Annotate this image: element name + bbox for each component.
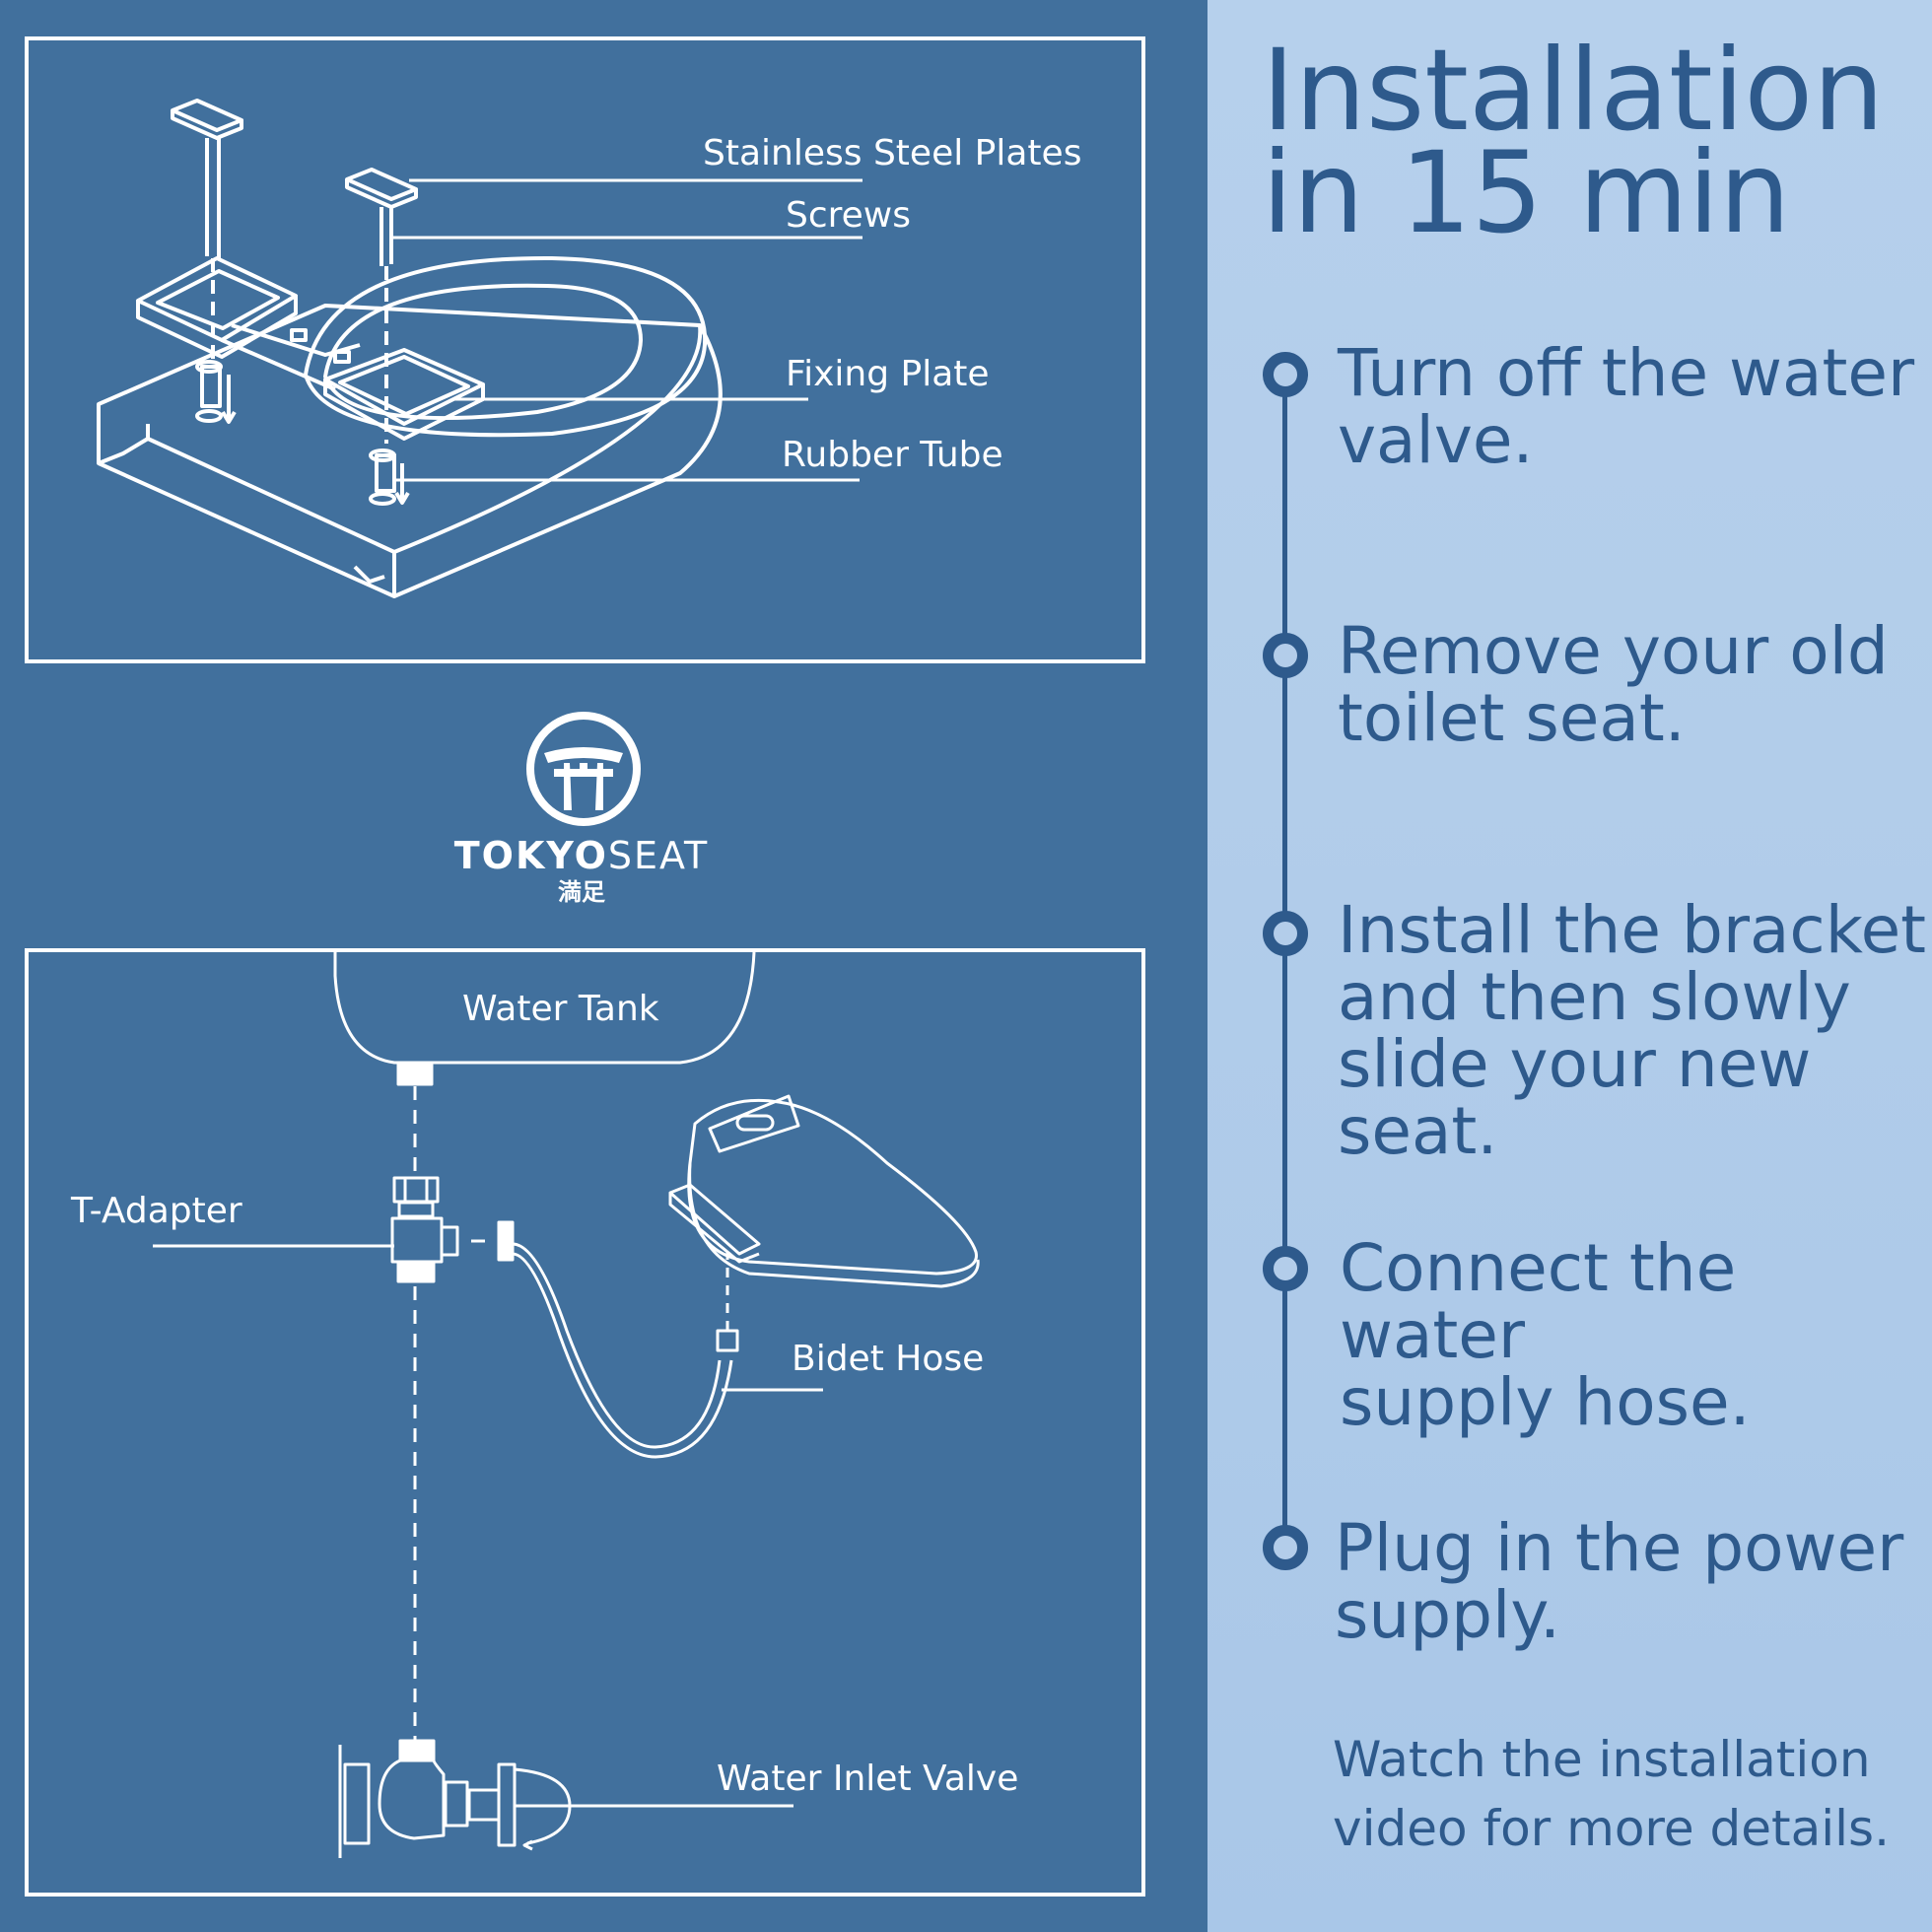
top-leader-lines (391, 178, 862, 482)
water-inlet-valve-illustration (338, 1739, 794, 1858)
label-water-inlet-valve: Water Inlet Valve (717, 1759, 1019, 1799)
bidet-seat-illustration (668, 1094, 980, 1288)
label-rubber-tube: Rubber Tube (782, 435, 1003, 475)
toilet-seat-mounting-panel (25, 36, 1145, 663)
label-fixing-plate: Fixing Plate (786, 354, 990, 394)
step-1-marker-icon (1263, 352, 1308, 397)
line-art (97, 99, 980, 1858)
tokyoseat-logo: TOKYOSEAT 満足 (453, 712, 710, 909)
label-bidet-hose: Bidet Hose (792, 1339, 985, 1379)
screw-guide-lines (211, 258, 388, 444)
label-water-tank: Water Tank (462, 989, 659, 1029)
steps-timeline (1282, 373, 1287, 1548)
fixing-plate-illustration (136, 256, 485, 441)
title-line-1: Installation (1262, 25, 1885, 156)
toilet-base-illustration (97, 255, 723, 598)
torii-gate-icon (526, 712, 641, 826)
step-2-marker-icon (1263, 633, 1308, 678)
label-t-adapter: T-Adapter (71, 1191, 242, 1231)
installation-video-note: Watch the installation video for more de… (1333, 1731, 1890, 1857)
brand-name: TOKYOSEAT (453, 834, 710, 877)
rubber-tube-illustration (195, 360, 410, 506)
t-adapter-illustration (390, 1176, 485, 1283)
tank-outlet (396, 1063, 434, 1086)
step-5-text: Plug in the power supply. (1335, 1510, 1904, 1653)
step-3-marker-icon (1263, 911, 1308, 956)
brand-subtitle: 満足 (558, 878, 605, 906)
step-4-text: Connect the water supply hose. (1340, 1230, 1751, 1440)
step-1-text: Turn off the water valve. (1338, 335, 1915, 478)
step-5-marker-icon (1263, 1525, 1308, 1570)
stainless-steel-plates-illustration (171, 99, 418, 266)
label-screws: Screws (786, 195, 912, 236)
title-line-2: in 15 min (1262, 127, 1791, 258)
page-title: Installation in 15 min (1262, 25, 1885, 258)
step-3-text: Install the bracket and then slowly slid… (1338, 892, 1927, 1169)
brand-name-bold: TOKYO (453, 834, 608, 877)
brand-name-light: SEAT (607, 834, 710, 877)
label-stainless-steel-plates: Stainless Steel Plates (703, 133, 1082, 173)
instructions-area (1208, 0, 1932, 1932)
step-4-marker-icon (1263, 1246, 1308, 1291)
water-connection-panel (25, 948, 1145, 1897)
step-2-text: Remove your old toilet seat. (1338, 613, 1889, 756)
bidet-hose-illustration (497, 1220, 823, 1459)
water-tank-outline (333, 951, 756, 1065)
